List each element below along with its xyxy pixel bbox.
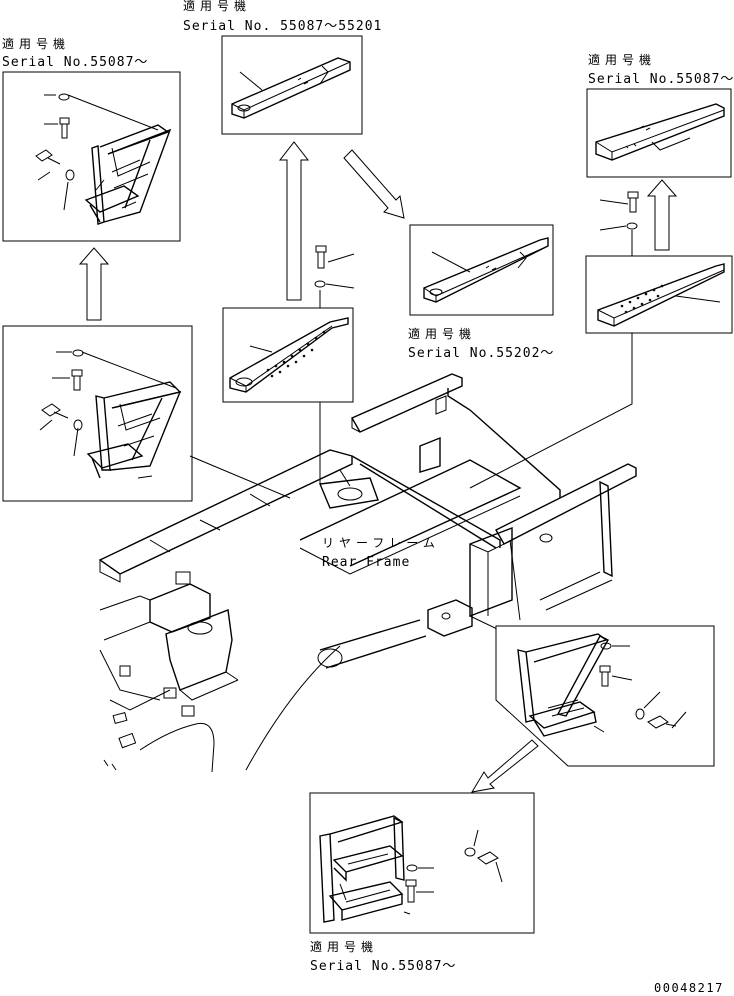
bracket-plate-icon	[597, 263, 725, 327]
diagonal-arrow-icon	[471, 739, 539, 793]
bolt-icon	[71, 369, 83, 391]
applicable-units-label: 適用号機	[588, 52, 656, 67]
washer-icon	[314, 280, 326, 288]
bracket-plate-icon	[595, 103, 725, 161]
serial-number-label: Serial No.55087～	[2, 55, 148, 70]
bracket-detail-top-center: 適用号機 Serial No. 55087～55201	[183, 0, 382, 135]
rear-frame-label-en: Rear Frame	[322, 555, 410, 570]
bracket-detail-top-right: 適用号機 Serial No.55087～	[586, 52, 734, 178]
drawing-number: 00048217	[654, 981, 724, 995]
serial-number-label: Serial No.55202～	[408, 346, 554, 361]
bracket-detail-right	[585, 255, 733, 334]
applicable-units-label: 適用号機	[2, 36, 70, 51]
step-assembly-detail-left	[2, 325, 291, 502]
bolt-icon	[35, 149, 61, 165]
detail-frame	[309, 792, 535, 934]
detail-frame	[222, 307, 354, 403]
bolt-icon	[477, 851, 503, 883]
applicable-units-label: 適用号機	[310, 939, 378, 954]
bolt-icon	[627, 191, 639, 213]
detail-frame	[221, 35, 363, 135]
bolt-icon	[41, 403, 69, 419]
bracket-plate-icon	[231, 57, 351, 119]
serial-number-label: Serial No. 55087～55201	[183, 19, 382, 34]
bolt-icon	[599, 665, 611, 687]
step-tread-icon	[328, 881, 404, 921]
step-assembly-detail-top-left: 適用号機 Serial No.55087～	[2, 36, 181, 242]
up-arrow-icon	[78, 247, 110, 321]
rear-frame-drawing: リヤーフレーム Rear Frame	[98, 373, 637, 773]
serial-number-label: Serial No.55087～	[588, 72, 734, 87]
step-tread-icon	[528, 701, 597, 737]
washer-icon	[635, 708, 645, 720]
detail-frame	[495, 625, 715, 767]
washer-icon	[72, 349, 84, 357]
serial-number-label: Serial No.55087～	[310, 959, 456, 974]
detail-frame	[2, 71, 181, 242]
washer-icon	[58, 93, 70, 101]
bolt-icon	[59, 117, 70, 139]
bolt-icon	[315, 245, 327, 269]
washer-icon	[406, 864, 418, 872]
diagonal-arrow-icon	[343, 149, 405, 219]
washer-icon	[600, 642, 612, 650]
rear-frame-label-jp: リヤーフレーム	[322, 536, 440, 550]
bracket-plate-icon	[229, 317, 349, 393]
bolt-icon	[405, 879, 417, 903]
bracket-detail-mid-right: 適用号機 Serial No.55202～	[408, 224, 554, 361]
washer-icon	[626, 222, 638, 230]
detail-frame	[409, 224, 554, 316]
step-assembly-detail-bottom: 適用号機 Serial No.55087～	[309, 792, 535, 974]
washer-icon	[65, 169, 75, 181]
up-arrow-icon	[278, 141, 310, 301]
detail-frame	[586, 88, 732, 178]
applicable-units-label: 適用号機	[408, 326, 476, 341]
washer-icon	[464, 847, 476, 857]
step-assembly-detail-right	[495, 625, 715, 767]
applicable-units-label: 適用号機	[183, 0, 251, 13]
up-arrow-icon	[646, 179, 678, 251]
bracket-detail-center	[222, 307, 354, 403]
